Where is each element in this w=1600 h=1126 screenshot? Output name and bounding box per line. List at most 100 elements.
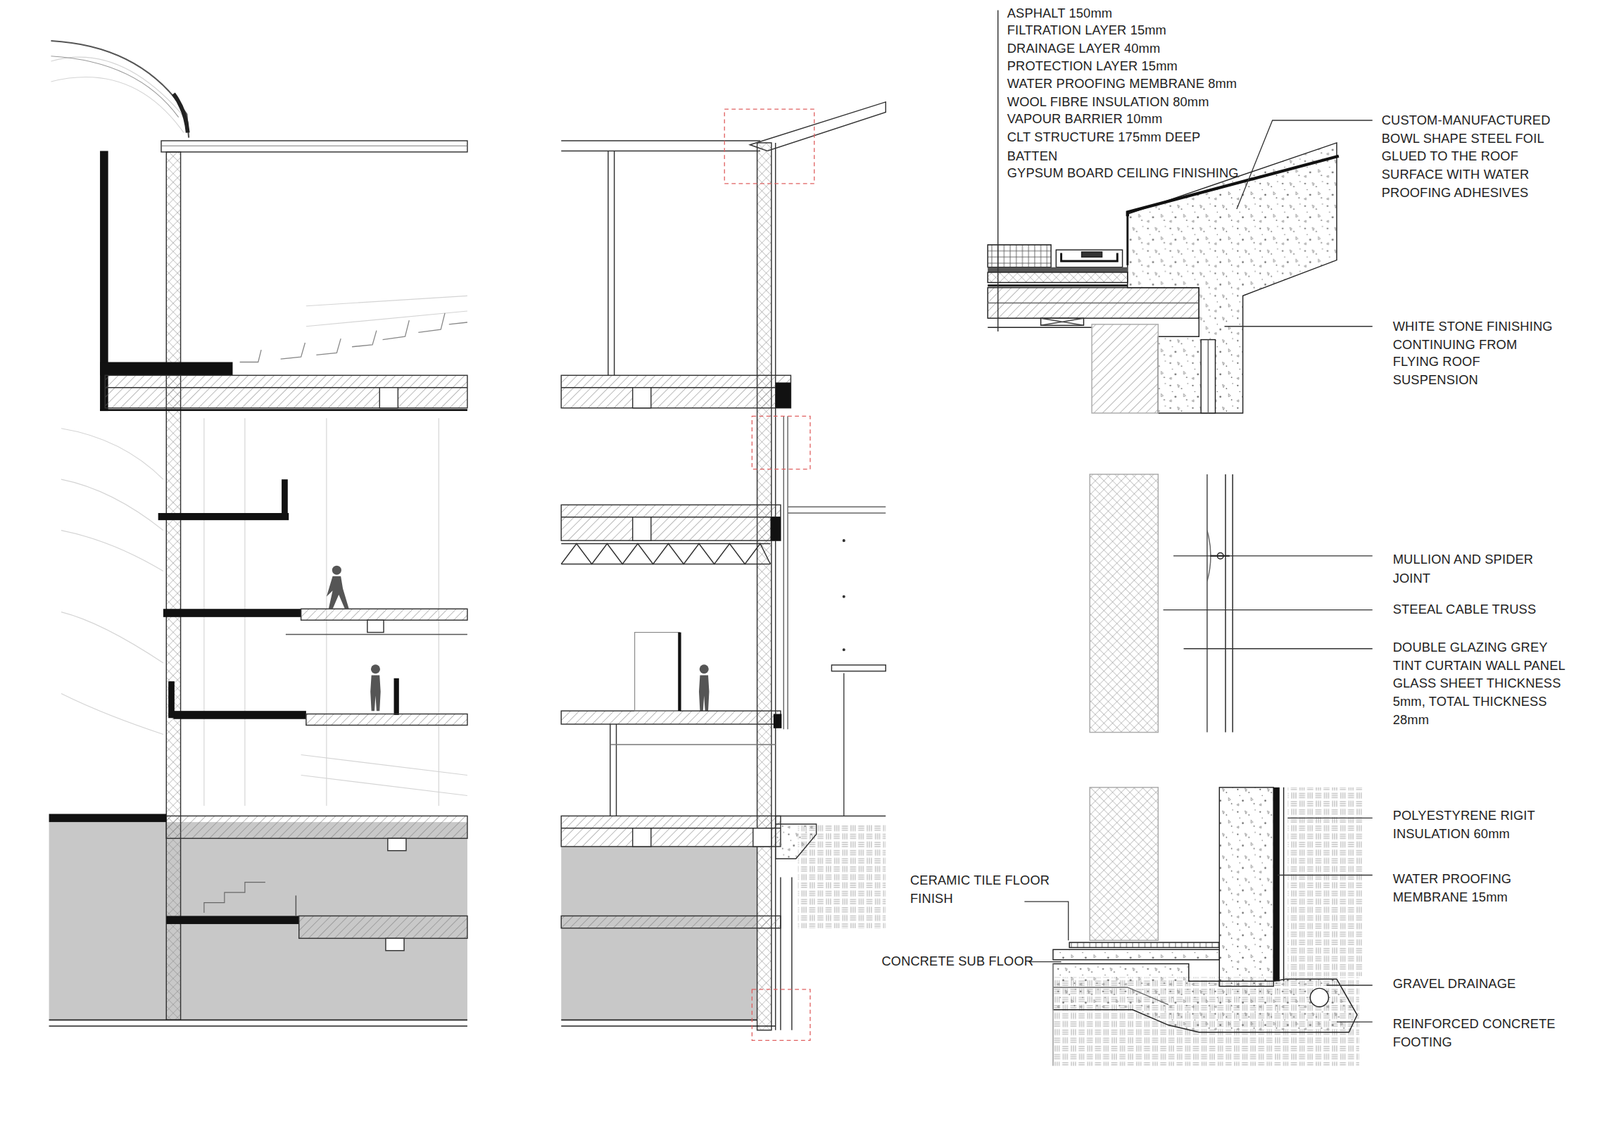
- footing-detail: [1053, 987, 1169, 1006]
- middle-section: [634, 632, 680, 712]
- layer-label: BATTEN: [1007, 147, 1273, 167]
- left-section: [99, 408, 468, 412]
- detail-marker: [751, 989, 811, 1041]
- seats: [351, 330, 377, 348]
- background-lines: [61, 530, 164, 572]
- background-lines: [61, 428, 164, 480]
- roof-detail: [1055, 249, 1123, 268]
- roof-detail: [987, 9, 1339, 413]
- left-section: [161, 145, 468, 147]
- seats: [382, 320, 410, 340]
- left-section: [385, 938, 405, 951]
- middle-section: [561, 815, 781, 847]
- middle-section: [775, 382, 792, 408]
- layer-label: PROTECTION LAYER 15mm: [1007, 58, 1273, 77]
- steel-foil: [1127, 156, 1339, 217]
- dome: [50, 40, 189, 138]
- drain-pipe: [1309, 988, 1329, 1007]
- middle-section: [775, 142, 776, 1031]
- middle-section: [632, 828, 652, 847]
- background-lines: [50, 57, 467, 806]
- footing-detail: [1053, 787, 1363, 1067]
- detail-marker: [724, 109, 815, 184]
- callout-label: CERAMIC TILE FLOOR FINISH: [910, 872, 1054, 909]
- middle-section: [561, 375, 791, 408]
- roof-slab: [161, 140, 468, 153]
- middle-section: [561, 827, 781, 829]
- roof-detail: [987, 302, 1199, 304]
- middle-section: [843, 673, 844, 817]
- left-section: [49, 1019, 468, 1021]
- left-section: [173, 710, 306, 720]
- roof-detail: [987, 267, 1128, 273]
- people: [698, 675, 709, 711]
- seats: [449, 322, 468, 325]
- middle-section: [613, 150, 615, 376]
- basement-fill: [561, 846, 757, 1020]
- left-section: [49, 40, 468, 1027]
- people: [370, 664, 381, 674]
- left-section: [49, 1025, 468, 1028]
- left-section: [204, 882, 266, 913]
- balcony: [158, 513, 290, 521]
- callout-label: POLYESTYRENE RIGIT INSULATION 60mm: [1393, 808, 1552, 844]
- footing-detail: [1089, 787, 1158, 941]
- detail-marker: [724, 109, 815, 1041]
- leader-lines: [1326, 984, 1372, 986]
- middle-section: [561, 543, 771, 545]
- left-section: [367, 620, 384, 633]
- callout-label: DOUBLE GLAZING GREY TINT CURTAIN WALL PA…: [1393, 639, 1575, 730]
- left-section: [306, 714, 468, 726]
- ground-edge: [775, 815, 887, 859]
- curtain-wall-detail: [1224, 474, 1226, 733]
- middle-section: [770, 517, 780, 541]
- middle-section: [779, 877, 781, 1030]
- middle-section: [787, 512, 886, 514]
- middle-section: [561, 710, 781, 725]
- basement-fill: [49, 822, 468, 1020]
- layer-label: ASPHALT 150mm: [1007, 4, 1273, 24]
- middle-section: [561, 504, 781, 541]
- middle-section: [786, 416, 788, 730]
- leader-lines: [1024, 901, 1068, 941]
- footing-detail: [1273, 787, 1280, 982]
- floor-black: [99, 362, 233, 376]
- middle-section: [831, 665, 886, 672]
- leader-lines: [1287, 817, 1372, 819]
- layer-label: WOOL FIBRE INSULATION 80mm: [1007, 93, 1273, 112]
- middle-section: [773, 714, 783, 729]
- middle-section: [843, 596, 846, 599]
- left-section: [301, 608, 468, 621]
- leader-lines: [1173, 555, 1373, 557]
- middle-section: [561, 915, 781, 928]
- middle-section: [615, 724, 617, 816]
- dome-inner: [50, 56, 179, 118]
- left-section: [49, 814, 167, 823]
- footing-detail: [1287, 787, 1363, 977]
- leader-lines: [1224, 325, 1373, 327]
- middle-section: [843, 539, 846, 543]
- roof-detail: [1126, 211, 1129, 265]
- leader-lines: [1277, 874, 1373, 876]
- middle-section: [783, 416, 785, 730]
- layer-label: FILTRATION LAYER 15mm: [1007, 22, 1273, 41]
- middle-section: [791, 877, 792, 1030]
- left-section: [394, 678, 400, 716]
- middle-section: [561, 102, 886, 1041]
- background-lines: [301, 754, 468, 776]
- callout-label: WHITE STONE FINISHING CONTINUING FROM FL…: [1393, 318, 1555, 391]
- left-section: [168, 681, 175, 718]
- callout-label: GRAVEL DRAINAGE: [1393, 976, 1577, 995]
- middle-section: [561, 1019, 757, 1021]
- roof-detail: [1091, 324, 1158, 414]
- seats: [316, 338, 341, 355]
- clt-slab: [104, 375, 468, 408]
- leader-lines: [1336, 1022, 1373, 1023]
- middle-section: [843, 649, 846, 652]
- middle-section: [561, 140, 761, 141]
- sub-floor: [1053, 949, 1220, 960]
- curtain-wall-detail: [1089, 474, 1233, 733]
- roof-detail: [1200, 339, 1215, 414]
- roof-detail: [997, 9, 999, 332]
